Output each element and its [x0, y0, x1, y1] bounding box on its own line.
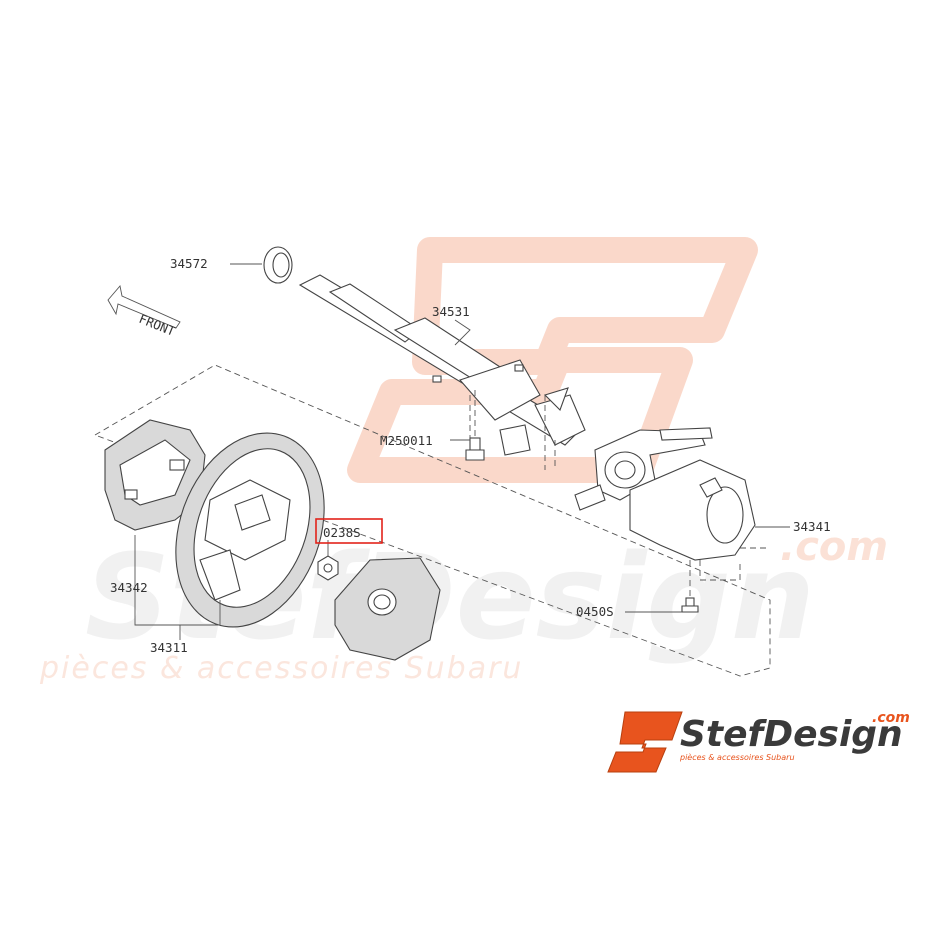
logo-emblem-icon	[607, 711, 683, 773]
steering-column	[298, 274, 586, 470]
label-m250011: M250011	[380, 433, 433, 448]
leader-lines	[134, 263, 790, 640]
label-34311: 34311	[150, 640, 188, 655]
column-ring	[263, 246, 293, 284]
label-34342: 34342	[110, 580, 148, 595]
brand-logo: StefDesign .com pièces & accessoires Sub…	[607, 710, 910, 773]
nut-0238s	[317, 555, 339, 581]
label-0450s: 0450S	[576, 604, 614, 619]
horn-pad	[334, 557, 441, 661]
watermark-tagline: pièces & accessoires Subaru	[39, 651, 523, 686]
label-34341: 34341	[793, 519, 831, 534]
label-0238s: 0238S	[323, 525, 361, 540]
rear-cover	[104, 419, 206, 531]
combination-switch	[574, 427, 713, 511]
assembly-outline	[94, 364, 771, 677]
logo-tagline: pièces & accessoires Subaru	[679, 752, 795, 762]
part-labels: 34572 34531 M250011 0238S 34342 34311 34…	[110, 256, 831, 655]
logo-brand-text: StefDesign	[680, 714, 903, 755]
screw-0450s	[681, 560, 699, 613]
front-label: FRONT	[137, 311, 178, 339]
front-arrow: FRONT	[107, 285, 181, 339]
column-cover	[629, 459, 756, 581]
bolt-m250011	[465, 390, 485, 461]
label-34531: 34531	[432, 304, 470, 319]
highlight-box-0238s	[315, 518, 383, 544]
logo-com-text: .com	[872, 710, 910, 726]
watermark-com-text: .com	[780, 524, 888, 570]
steering-wheel	[175, 432, 325, 628]
label-34572: 34572	[170, 256, 208, 271]
